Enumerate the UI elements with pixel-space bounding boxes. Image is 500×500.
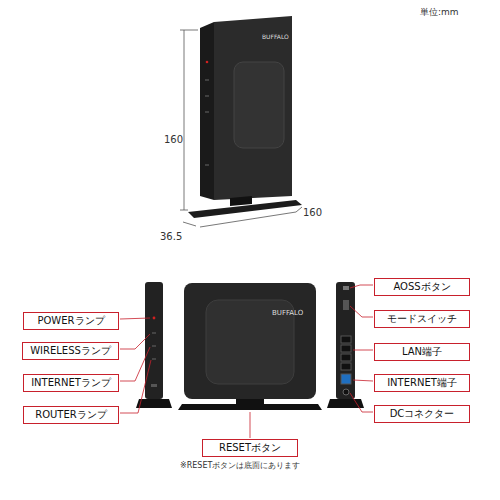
callout-text: WIRELESSランプ [29,345,112,357]
dimension-label: 36.5 [160,231,182,242]
callout-box: モードスイッチ [374,310,470,328]
callout-box: DCコネクター [374,405,470,423]
callout-box: RESETボタン [202,439,298,457]
router-3d [188,16,302,218]
dimension-label: 160 [303,207,322,218]
front-view [178,283,322,410]
callout-text: DCコネクター [381,408,463,420]
callout-text: モードスイッチ [381,313,463,325]
callout-box: AOSSボタン [374,278,470,296]
callout-text: AOSSボタン [381,281,463,293]
callout-text: POWERランプ [30,315,112,327]
dimension-lines [180,30,302,227]
callout-box: INTERNETランプ [23,374,119,392]
callout-text: INTERNETランプ [30,377,112,389]
callout-text: RESETボタン [209,442,291,454]
brand-logo: BUFFALO [272,310,303,318]
callout-box: ROUTERランプ [23,406,119,424]
unit-note: 単位:mm [420,8,459,18]
dimension-label: 160 [164,134,183,145]
callout-text: INTERNET端子 [381,377,463,389]
callout-box: POWERランプ [23,312,119,330]
callout-text: ROUTERランプ [30,409,112,421]
callout-box: WIRELESSランプ [22,342,119,360]
note-text: ※RESETボタンは底面にあります [180,462,300,471]
left-side-view [136,282,172,408]
callout-box: LAN端子 [374,343,470,361]
leader-lines [120,285,373,438]
right-side-view [327,282,364,408]
callout-text: LAN端子 [381,346,463,358]
callout-box: INTERNET端子 [374,374,470,392]
brand-logo: BUFFALO [262,34,289,41]
